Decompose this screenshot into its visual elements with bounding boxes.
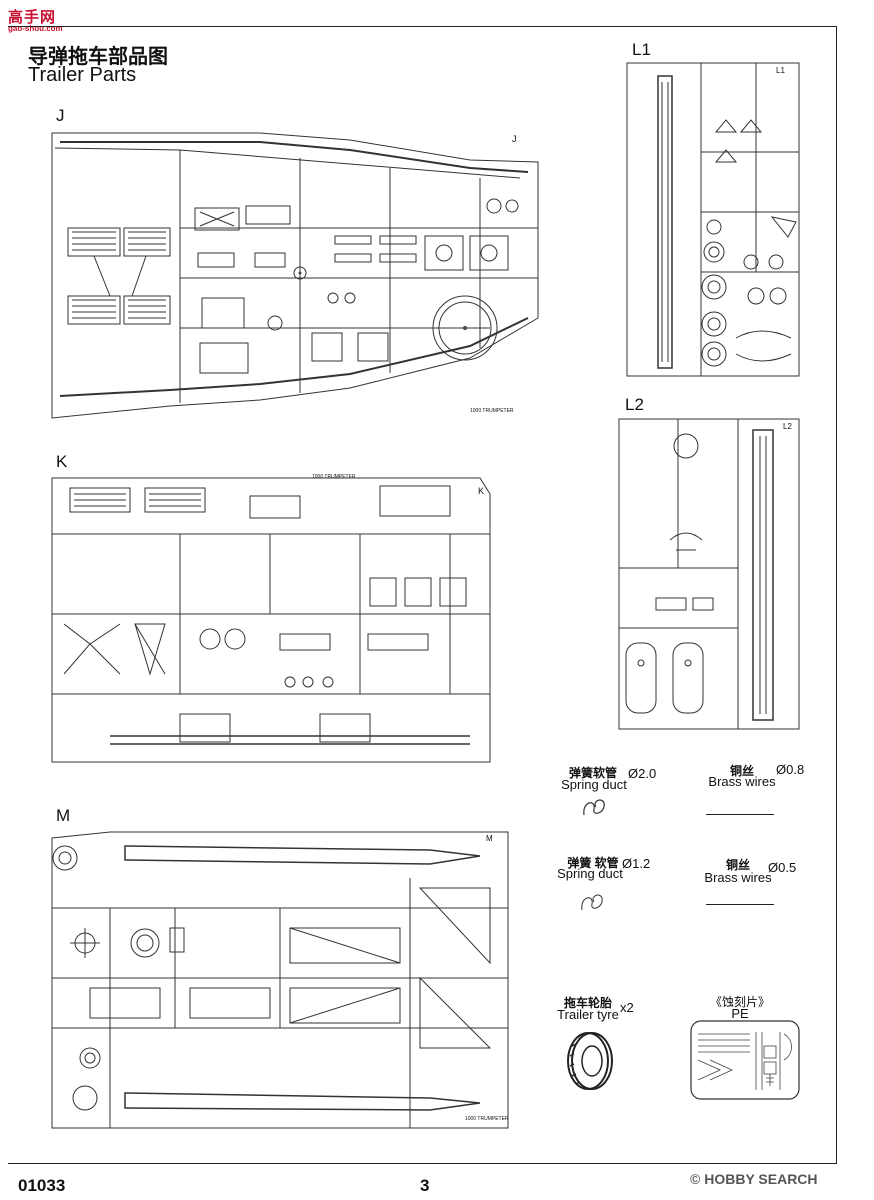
page-title-en: Trailer Parts [28,64,137,86]
sprue-l2-label: L2 [625,395,644,414]
frame-right-rule [836,26,837,1163]
pe-cn: 《蚀刻片》 [709,995,770,1009]
sprue-j-drawing [51,132,539,419]
sprue-j-label: J [56,106,65,125]
copyright-symbol: © [690,1171,701,1187]
sprue-m-drawing [51,831,509,1129]
sprue-k-stamp: 1000 TRUMPETER [312,474,356,480]
sprue-j-stamp: 1000 TRUMPETER [470,408,514,414]
logo-url: gao-shou.com [8,24,63,33]
sprue-m-tag: M [486,834,493,843]
page-title-cn: 导弹拖车部品图 [28,46,168,68]
sprue-l2: L2 [618,418,801,730]
sprue-l1-label: L1 [632,40,651,59]
sprue-m-stamp: 1000 TRUMPETER [465,1116,509,1122]
footer-product-code: 01033 [18,1176,66,1195]
brass-wire-large-line [706,814,774,815]
tyre-cn: 拖车轮胎 [563,996,612,1010]
frame-bottom-rule [8,1163,837,1164]
sprue-l1: L1 [626,62,801,378]
sprue-j-tag: J [512,134,517,144]
spring-duct-large-cn: 弹簧软管 [568,766,617,780]
tyre-en: Trailer tyre [557,1007,619,1022]
sprue-l2-tag: L2 [783,422,792,431]
spring-duct-small-dia: Ø1.2 [622,856,651,871]
spring-duct-small-icon [581,894,603,911]
sprue-l1-tag: L1 [776,66,785,75]
sprue-l2-drawing [618,418,800,730]
spring-duct-large-icon [583,799,605,816]
brass-wire-small-en: Brass wires [704,870,772,885]
sprue-m-label: M [56,806,71,825]
frame-top-rule [8,26,836,27]
sprue-k-tag: K [478,486,485,496]
brass-wire-large-dia: Ø0.8 [776,762,805,777]
sprue-k: K 1000 TRUMPETER [50,474,492,766]
sprue-m: M 1000 TRUMPETER [50,828,510,1130]
spring-duct-small-cn: 弹簧 软管 [567,856,619,870]
site-logo: 高手网 gao-shou.com [8,6,70,34]
hobby-search-watermark: © HOBBY SEARCH [690,1171,818,1187]
logo-brand: 高手网 [8,9,57,26]
sprue-k-drawing [51,477,491,763]
tyre-icon [567,1032,613,1090]
sprue-k-label: K [56,452,68,471]
spring-duct-large-dia: Ø2.0 [628,766,657,781]
sprue-l1-drawing [626,62,800,377]
footer-page-number: 3 [420,1176,430,1195]
watermark-brand: HOBBY SEARCH [704,1171,818,1187]
brass-wire-large-cn: 铜丝 [729,764,754,778]
spring-duct-large-en: Spring duct [561,777,627,792]
spring-duct-small-en: Spring duct [557,866,623,881]
tyre-qty: x2 [620,1000,634,1015]
pe-fret-icon [690,1020,800,1100]
brass-wire-small-line [706,904,774,905]
brass-wire-small-dia: Ø0.5 [768,860,797,875]
pe-en: PE [731,1006,749,1021]
sprue-j: J 1000 TRUMPETER [50,128,542,425]
brass-wire-small-cn: 铜丝 [725,858,750,872]
brass-wire-large-en: Brass wires [708,774,776,789]
